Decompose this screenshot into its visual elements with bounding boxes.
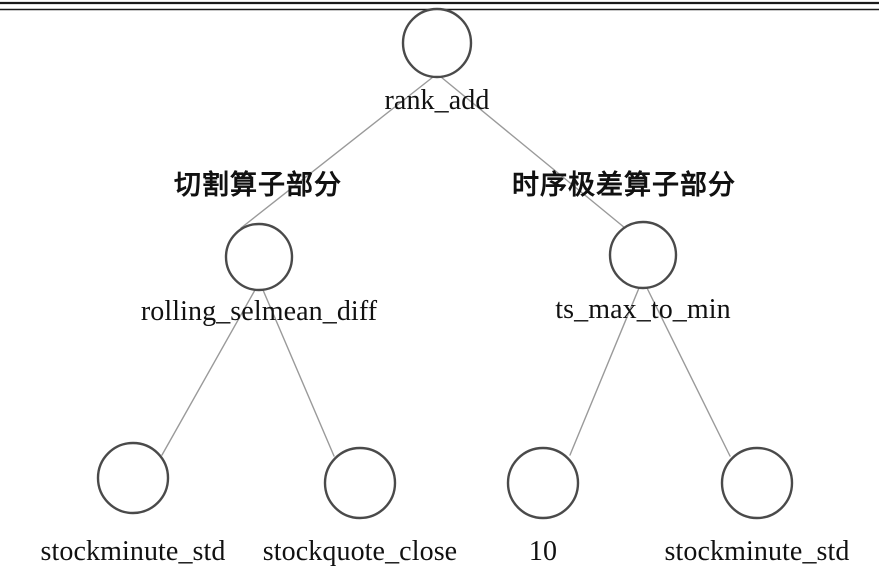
tree-edges bbox=[161, 76, 731, 457]
tree-edge-left_mid-leaf2 bbox=[262, 289, 335, 457]
tree-node-leaf2[interactable] bbox=[323, 446, 397, 520]
tree-edge-left_mid-leaf1 bbox=[161, 289, 256, 456]
tree-node-root[interactable] bbox=[401, 7, 473, 79]
tree-edge-root-left_mid bbox=[240, 76, 434, 229]
tree-edge-right_mid-leaf4 bbox=[646, 287, 731, 457]
tree-node-leaf1[interactable] bbox=[96, 441, 170, 515]
tree-node-leaf3[interactable] bbox=[506, 446, 580, 520]
tree-node-left_mid[interactable] bbox=[224, 222, 294, 292]
tree-node-right_mid[interactable] bbox=[608, 220, 678, 290]
tree-edge-right_mid-leaf3 bbox=[569, 287, 640, 456]
tree-edge-root-right_mid bbox=[440, 76, 626, 229]
tree-node-leaf4[interactable] bbox=[720, 446, 794, 520]
tree-nodes bbox=[96, 7, 794, 520]
